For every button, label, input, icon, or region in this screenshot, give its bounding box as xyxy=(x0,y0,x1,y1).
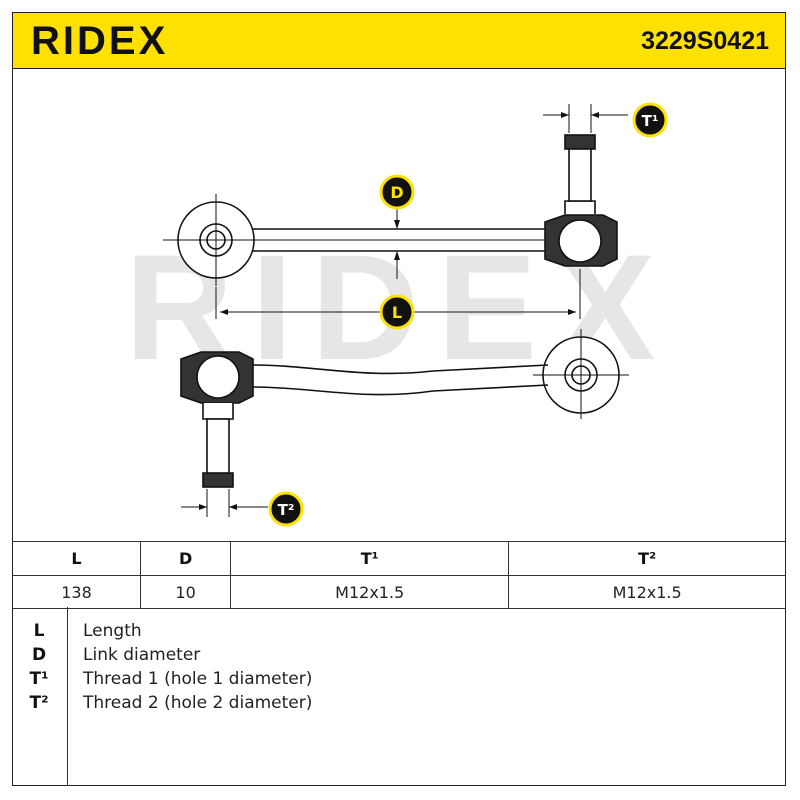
technical-drawing: RIDEX xyxy=(125,102,668,527)
spec-header-row: L D T¹ T² xyxy=(13,541,785,576)
legend-text: Link diameter xyxy=(83,645,201,665)
spec-table: L D T¹ T² 138 10 M12x1.5 M12x1.5 xyxy=(13,541,785,609)
spec-value-t1: M12x1.5 xyxy=(230,575,510,609)
legend-text: Thread 1 (hole 1 diameter) xyxy=(83,669,313,689)
legend-divider xyxy=(67,607,68,786)
lower-stabilizer-link xyxy=(180,329,629,517)
spec-value-d: 10 xyxy=(140,575,232,609)
spec-value-row: 138 10 M12x1.5 M12x1.5 xyxy=(13,575,785,609)
legend-symbol: L xyxy=(33,621,45,641)
label-l: L xyxy=(392,303,402,322)
spec-header-t1: T¹ xyxy=(230,541,510,576)
label-badge-t2: T² xyxy=(268,491,304,527)
label-d: D xyxy=(390,183,403,202)
legend-text: Length xyxy=(83,621,142,641)
spec-value-l: 138 xyxy=(13,575,142,609)
spec-header-l: L xyxy=(13,541,142,576)
legend-symbol: D xyxy=(31,645,47,665)
spec-header-d: D xyxy=(140,541,232,576)
part-number: 3229S0421 xyxy=(641,27,769,55)
spec-header-t2: T² xyxy=(508,541,785,576)
label-badge-l: L xyxy=(379,294,415,330)
brand-logo: RIDEX xyxy=(31,19,169,63)
header-bar: RIDEX 3229S0421 xyxy=(13,13,785,69)
legend-symbol: T² xyxy=(29,693,49,713)
spec-value-t2: M12x1.5 xyxy=(508,575,785,609)
label-t1: T¹ xyxy=(642,112,659,130)
upper-stabilizer-link xyxy=(163,104,628,319)
label-badge-d: D xyxy=(379,174,415,210)
product-sheet: RIDEX 3229S0421 RIDEX xyxy=(12,12,786,786)
label-t2: T² xyxy=(278,501,295,519)
label-badge-t1: T¹ xyxy=(632,102,668,138)
legend-text: Thread 2 (hole 2 diameter) xyxy=(83,693,313,713)
dimension-arrowheads-lower xyxy=(199,504,237,510)
dimension-arrowheads-upper xyxy=(220,112,599,315)
legend-symbol: T¹ xyxy=(29,669,49,689)
legend: L Length D Link diameter T¹ Thread 1 (ho… xyxy=(13,607,785,786)
